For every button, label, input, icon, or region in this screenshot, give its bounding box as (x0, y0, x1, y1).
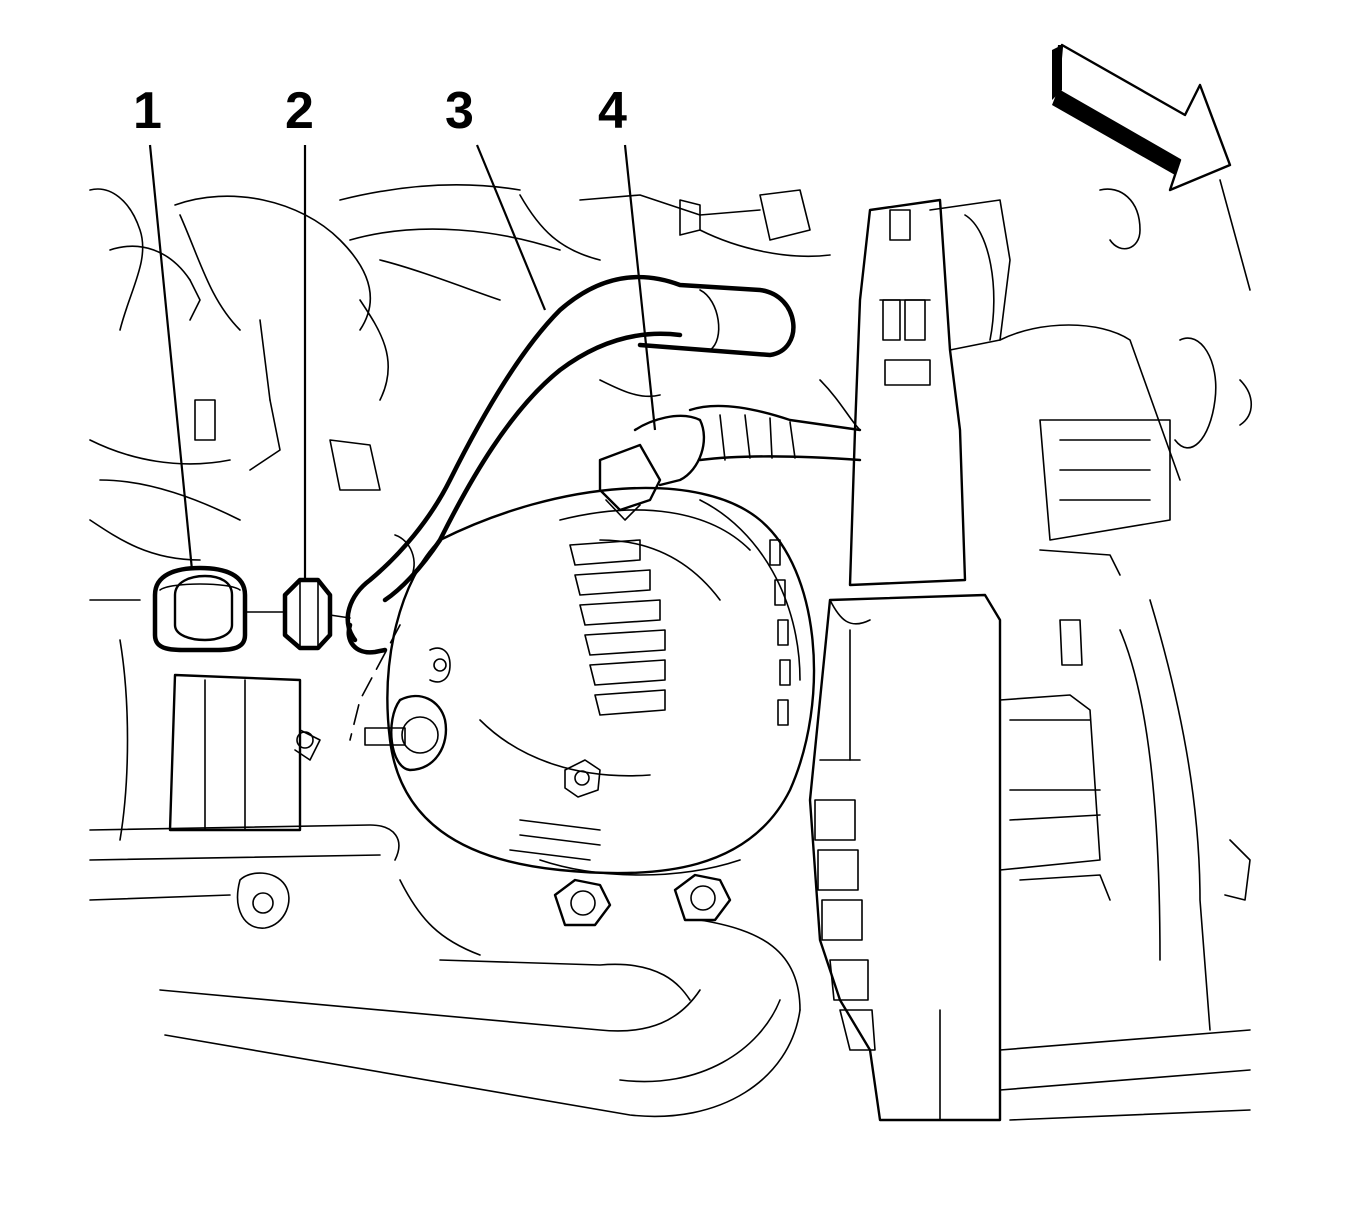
lower-frame (89, 824, 1251, 1121)
right-components (999, 179, 1253, 1031)
terminal-cap (152, 565, 248, 653)
harness-connector (598, 404, 862, 521)
engine-background (89, 183, 861, 841)
callout-1: 1 (133, 82, 162, 140)
leader-1 (148, 144, 194, 571)
callout-leaders (148, 144, 657, 582)
callout-2: 2 (285, 82, 314, 140)
alternator-bolts (553, 759, 732, 927)
alternator (364, 486, 816, 927)
leader-3 (475, 144, 547, 311)
alternator-stud (364, 647, 451, 772)
alternator-fins (509, 539, 791, 861)
terminal-nut (282, 577, 333, 651)
mount-bracket (168, 673, 321, 929)
callout-4: 4 (598, 82, 627, 140)
leader-4 (623, 144, 657, 431)
callout-3: 3 (445, 82, 474, 140)
front-direction-arrow-icon (1052, 43, 1232, 192)
callout-labels: 1 2 3 4 (133, 82, 627, 140)
exploded-parts (152, 565, 401, 741)
battery-cable (345, 274, 796, 643)
strut-assembly (808, 198, 1011, 1122)
